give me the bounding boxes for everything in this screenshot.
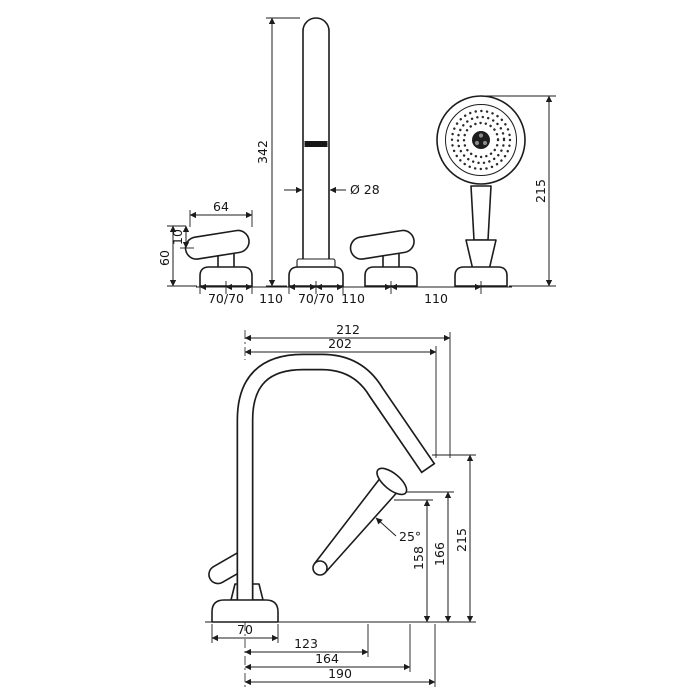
dim-label-158: 158 [411, 546, 426, 570]
side-view: 212 202 25° 215 166 158 [205, 322, 476, 688]
dim-label-64: 64 [213, 199, 229, 214]
dim-label-60: 60 [157, 250, 172, 266]
spout-front [288, 17, 344, 287]
handshower-side [312, 467, 408, 576]
dim-label-70: 70 [237, 622, 253, 637]
dim-label-70-70-spout: 70/70 [298, 291, 334, 306]
side-escutcheon [211, 599, 279, 623]
dim-shower-height: 215 [486, 95, 556, 287]
dim-spout-diameter: Ø 28 [284, 182, 380, 197]
dim-label-342: 342 [255, 140, 270, 164]
dim-label-190: 190 [328, 666, 352, 681]
shower-head-face [445, 104, 517, 176]
dim-label-215-side: 215 [454, 528, 469, 552]
dim-handle-heights: 60 10 [157, 225, 197, 287]
dim-label-110-a: 110 [259, 291, 283, 306]
dim-reach-164: 164 [244, 624, 411, 672]
spout-side [236, 353, 436, 600]
handshower-front [436, 95, 526, 287]
nozzle-ring-middle [456, 115, 506, 165]
dim-lever-length: 64 [189, 199, 253, 227]
right-handle [349, 229, 418, 287]
spout-outlet-edge [420, 462, 436, 474]
handshower-escutcheon [454, 266, 508, 287]
dim-label-110-b: 110 [341, 291, 365, 306]
spout-curve-fill [238, 355, 434, 600]
dim-reach-212: 212 [244, 322, 451, 458]
center-nozzle [478, 133, 484, 138]
dim-reach-202: 202 [244, 336, 437, 458]
dim-height-166: 166 [406, 491, 454, 623]
dim-label-215-front: 215 [533, 179, 548, 203]
dim-label-10: 10 [170, 229, 185, 245]
dim-label-70-70-left: 70/70 [208, 291, 244, 306]
right-handle-escutcheon [364, 266, 418, 287]
right-handle-lever [349, 229, 415, 260]
dim-reach-123: 123 [244, 624, 369, 657]
dim-spout-height: 342 [255, 17, 300, 287]
dim-label-25deg: 25° [399, 529, 421, 544]
dim-label-166: 166 [432, 542, 447, 566]
dim-label-123: 123 [294, 636, 318, 651]
handshower-side-head [376, 467, 408, 496]
dim-label-diameter: Ø 28 [350, 182, 380, 197]
spout-escutcheon [288, 266, 344, 287]
center-nozzle [482, 140, 488, 146]
dim-chain-front: 70/70 110 70/70 110 110 [196, 281, 512, 306]
nozzle-ring-inner [462, 121, 500, 159]
dim-label-164: 164 [315, 651, 339, 666]
dim-height-215: 215 [432, 454, 476, 623]
handshower-grip [470, 185, 492, 241]
left-handle-lever [184, 229, 250, 260]
dim-label-202: 202 [328, 336, 352, 351]
dim-base-70: 70 [211, 622, 279, 643]
front-view: 342 Ø 28 64 60 10 [157, 17, 556, 306]
left-handle [184, 229, 253, 287]
handshower-grip-end [312, 560, 328, 576]
nozzle-ring-outer [450, 109, 512, 171]
dim-reach-190: 190 [244, 624, 436, 687]
center-nozzle [474, 140, 480, 146]
handshower-holder [465, 239, 497, 271]
dim-label-110-c: 110 [424, 291, 448, 306]
spout-aerator-band [304, 141, 328, 147]
dim-height-158: 158 [394, 499, 433, 623]
dim-angle-25: 25° [375, 517, 421, 544]
dim-label-212: 212 [336, 322, 360, 337]
left-handle-escutcheon [199, 266, 253, 287]
side-lever [208, 550, 264, 601]
